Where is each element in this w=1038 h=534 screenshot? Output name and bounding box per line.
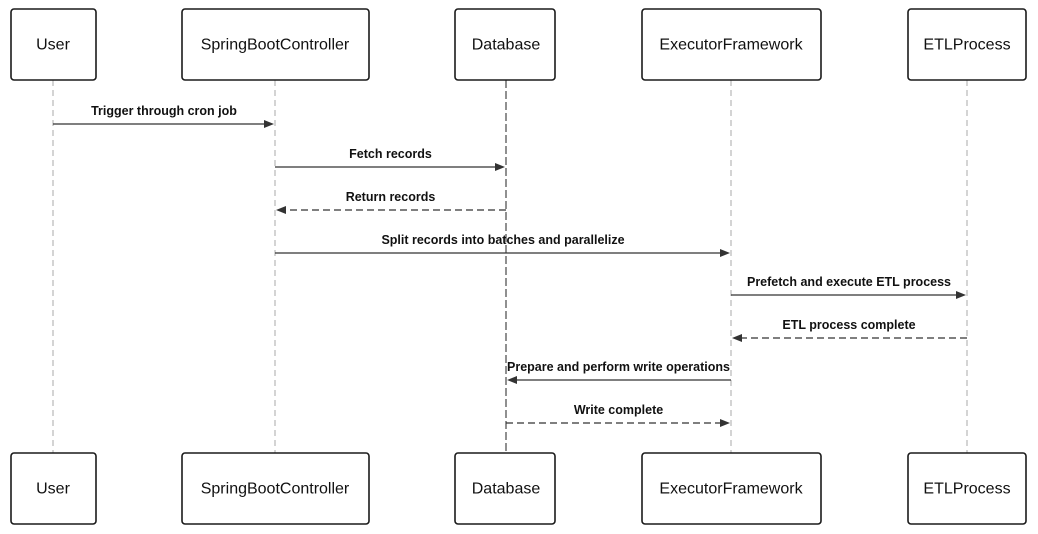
message-arrowhead-5: [956, 291, 966, 299]
message-arrowhead-2: [495, 163, 505, 171]
participant-box-controller-top: [181, 8, 370, 81]
participant-label-database-bottom: Database: [472, 481, 541, 498]
participant-box-executor-bottom: [641, 452, 822, 525]
participant-label-executor-bottom: ExecutorFramework: [659, 481, 803, 498]
message-arrowhead-6: [732, 334, 742, 342]
participant-box-controller-bottom: [181, 452, 370, 525]
message-label-5: Prefetch and execute ETL process: [747, 275, 951, 289]
participant-box-etl-bottom: [907, 452, 1027, 525]
message-arrowhead-8: [720, 419, 730, 427]
message-label-3: Return records: [346, 190, 436, 204]
participant-label-user-top: User: [36, 37, 70, 54]
message-arrowhead-7: [507, 376, 517, 384]
participant-box-database-top: [454, 8, 556, 81]
message-label-8: Write complete: [574, 403, 663, 417]
participant-box-database-bottom: [454, 452, 556, 525]
participant-label-etl-top: ETLProcess: [923, 37, 1010, 54]
message-label-6: ETL process complete: [782, 318, 915, 332]
participant-box-etl-top: [907, 8, 1027, 81]
participant-label-user-bottom: User: [36, 481, 70, 498]
message-label-4: Split records into batches and paralleli…: [381, 233, 624, 247]
participant-label-database-top: Database: [472, 37, 541, 54]
participant-label-executor-top: ExecutorFramework: [659, 37, 803, 54]
participant-box-executor-top: [641, 8, 822, 81]
message-arrowhead-1: [264, 120, 274, 128]
message-arrowhead-4: [720, 249, 730, 257]
participant-label-etl-bottom: ETLProcess: [923, 481, 1010, 498]
participant-box-user-bottom: [10, 452, 97, 525]
participant-label-controller-top: SpringBootController: [201, 37, 350, 54]
message-label-1: Trigger through cron job: [91, 104, 237, 118]
participant-label-controller-bottom: SpringBootController: [201, 481, 350, 498]
message-label-7: Prepare and perform write operations: [507, 360, 730, 374]
message-label-2: Fetch records: [349, 147, 432, 161]
message-arrowhead-3: [276, 206, 286, 214]
participant-box-user-top: [10, 8, 97, 81]
